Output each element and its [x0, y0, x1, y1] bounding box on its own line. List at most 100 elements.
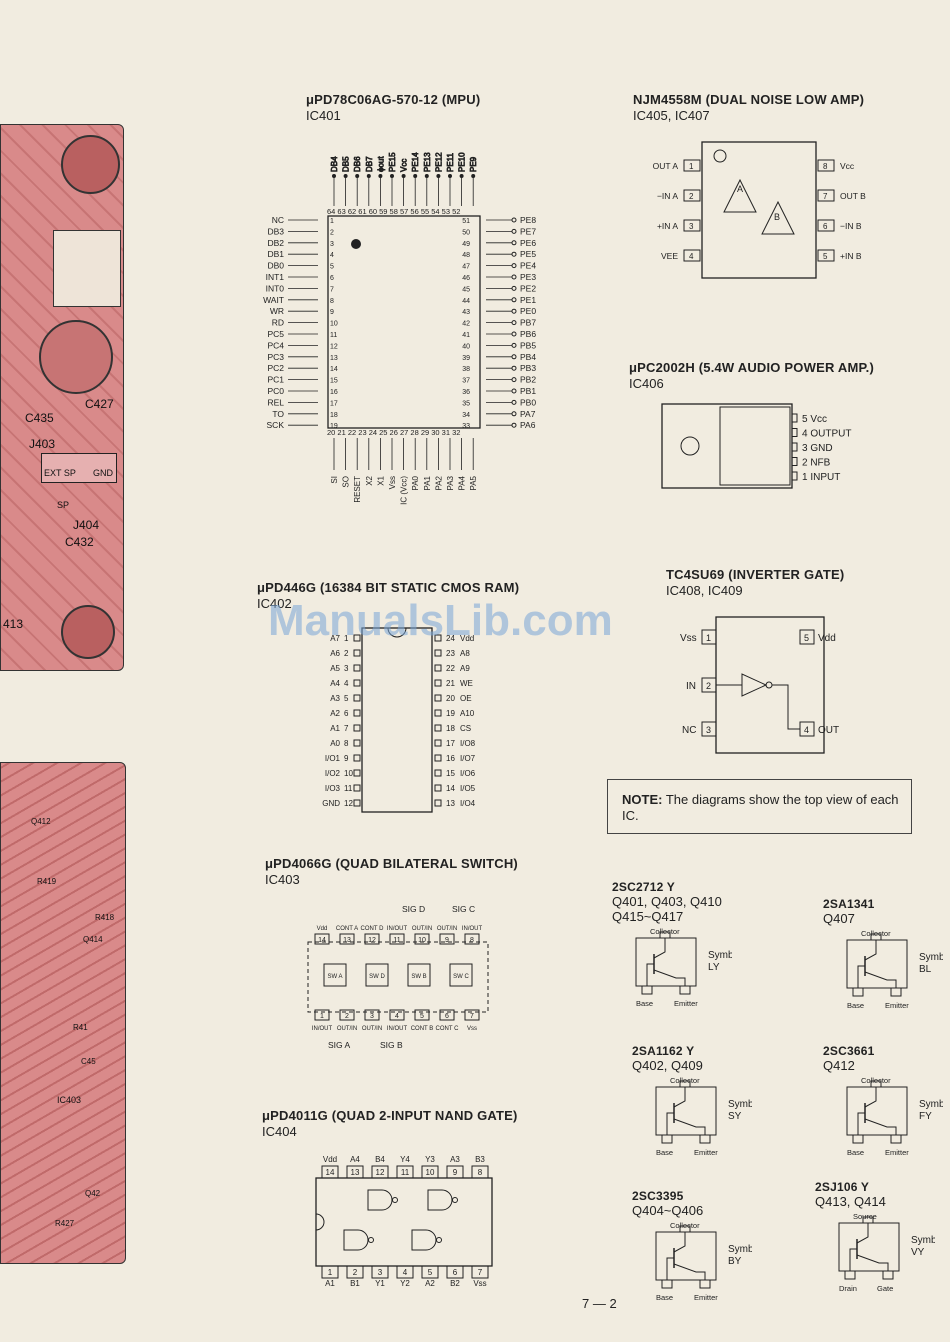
ic402-pin-pad [353, 634, 361, 642]
ic401-bottom-pin: X2 [365, 475, 374, 485]
ic403-pin-num: 9 [445, 937, 449, 944]
pcb-label: J404 [73, 518, 100, 532]
transistor-name: 2SC3395 [632, 1189, 684, 1203]
ic402-right-pin: I/O7 [460, 754, 476, 763]
ic403-pin-box [389, 1009, 405, 1021]
ic401-left-pin: SCK [267, 420, 285, 430]
ic404-top-pin: B3 [475, 1155, 485, 1164]
ic406-pin-tab [791, 413, 798, 423]
ic403-title: μPD4066G (QUAD BILATERAL SWITCH) [265, 856, 518, 871]
pin-left: Base [847, 1148, 864, 1157]
ic401-pin-num: 8 [330, 298, 334, 305]
ic408-diagram: 123 54 Vss IN NC Vdd OUT [680, 616, 839, 754]
ic401-pin-num: 33 [462, 423, 470, 430]
ic405-left-pin: +IN A [657, 221, 678, 231]
pcb-label: J403 [29, 437, 56, 451]
pin-right: Emitter [694, 1148, 718, 1157]
ic405-left-pin: OUT A [653, 161, 679, 171]
ic402-pin-pad [353, 739, 361, 747]
ic402-pin-pad [353, 724, 361, 732]
ic404-bottom-pin: B2 [450, 1279, 460, 1287]
pin-left: Base [847, 1001, 864, 1010]
transistor-name: 2SJ106 Y [815, 1180, 870, 1194]
ic401-right-pin: PB3 [520, 363, 536, 373]
ic401-pin-num: 13 [330, 355, 338, 362]
ic406-pin-tab [791, 471, 798, 481]
ic406-ref: IC406 [629, 376, 664, 391]
ic403-bottom-label: Vss [467, 1026, 477, 1032]
ic402-pin-num: 11 [344, 784, 353, 793]
transistor-ref: Q401, Q403, Q410 [612, 894, 722, 909]
ic402-pin-pad [434, 769, 442, 777]
ic401-pin-dot [511, 240, 517, 246]
ic403-pin-box [464, 1009, 480, 1021]
ic401-pin-dot [511, 320, 517, 326]
ic401-top-nums: 64 63 62 61 60 59 58 57 56 55 54 53 52 [327, 207, 460, 216]
ic403-top-label: OUT/IN [412, 926, 432, 932]
ic402-pin-num: 23 [446, 649, 455, 658]
ic403-switch-label: SW B [411, 974, 426, 980]
note-box: NOTE: The diagrams show the top view of … [607, 779, 912, 834]
ic401-right-pin: PE5 [520, 249, 536, 259]
ic403-switch [323, 963, 347, 987]
ic404-pin-box [371, 1265, 389, 1279]
ic408-in: IN [686, 681, 696, 692]
ic401-pin-dot [366, 174, 371, 179]
ic403-pin-num: 8 [470, 937, 474, 944]
ic402-pin-pad [434, 679, 442, 687]
ic408-nc: NC [682, 725, 696, 736]
ic402-left-pin: I/O1 [325, 754, 341, 763]
ic402-pin-pad [353, 799, 361, 807]
transistor-marking: Symbol: [728, 1244, 752, 1255]
ic401-pin-dot [471, 174, 476, 179]
ic405-pin-num: 8 [823, 162, 828, 171]
ic401-top-pin: PE11 [446, 152, 455, 172]
page-number: 7 — 2 [582, 1296, 617, 1311]
ic402-right-pin: CS [460, 724, 471, 733]
ic402-pin-pad [434, 754, 442, 762]
ic403-pin-box [339, 1009, 355, 1021]
amp-a-label: A [737, 184, 743, 194]
ic401-pin-num: 46 [462, 275, 470, 282]
ic403-sig-a: SIG A [328, 1040, 351, 1050]
ic401-bottom-pin: PA1 [423, 475, 432, 490]
ic404-pin-box [446, 1265, 464, 1279]
ic402-pin-pad [353, 754, 361, 762]
ic401-pin-num: 9 [330, 309, 334, 316]
ic401-ref: IC401 [306, 108, 341, 123]
ic405-title: NJM4558M (DUAL NOISE LOW AMP) [633, 92, 865, 107]
pcb-label: C45 [81, 1057, 96, 1066]
ic406-pin: 1 INPUT [802, 472, 840, 483]
ic404-pin-box [421, 1165, 439, 1179]
ic404-bottom-pin: B1 [350, 1279, 360, 1287]
ic402-pin-pad [434, 694, 442, 702]
ic405-pin-num: 5 [823, 252, 828, 261]
ic405-pin-box [817, 189, 835, 202]
ic401-bottom-pin: PA2 [434, 475, 443, 490]
ic403-pin-num: 14 [318, 937, 326, 944]
ic401-left-pin: PC5 [267, 329, 284, 339]
transistor-marking: BY [728, 1256, 742, 1267]
ic405-right-pin: −IN B [840, 221, 862, 231]
ic401-left-pin: PC2 [267, 363, 284, 373]
ic401-pin-num: 14 [330, 366, 338, 373]
ic403-top-label: Vdd [317, 926, 328, 932]
ic401-right-pin: PE2 [520, 283, 536, 293]
ic401-pin-num: 15 [330, 378, 338, 385]
ic401-left-pin: INT1 [266, 272, 285, 282]
ic402-right-pin: OE [460, 694, 472, 703]
ic403-bottom-label: OUT/IN [362, 1026, 382, 1032]
ic401-pin-num: 36 [462, 389, 470, 396]
ic401-right-pin: PB7 [520, 318, 536, 328]
svg-text:3: 3 [706, 725, 711, 735]
ic401-top-pin: PE10 [458, 152, 467, 172]
ic404-pin-num: 12 [376, 1168, 385, 1177]
ic402-pin-num: 22 [446, 664, 455, 673]
ic403-pin-num: 11 [393, 937, 400, 944]
transistor-ref: Q415~Q417 [612, 909, 684, 924]
ic401-pin-dot [401, 174, 406, 179]
ic403-pin-num: 4 [395, 1013, 399, 1020]
ic402-pin-pad [353, 709, 361, 717]
